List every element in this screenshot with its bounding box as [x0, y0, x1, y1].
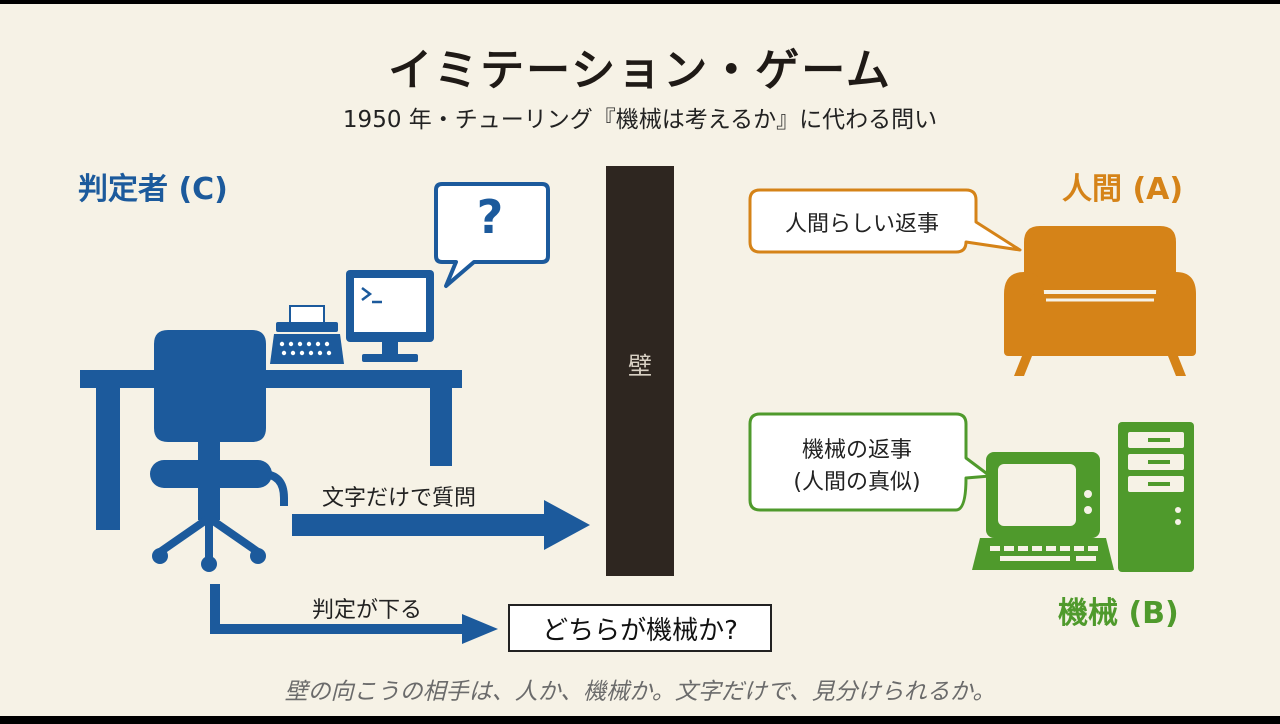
machine-reply-subtext: (人間の真似) — [793, 470, 921, 495]
page-title: イミテーション・ゲーム — [388, 45, 892, 96]
armchair-icon — [1004, 226, 1196, 376]
wall-label: 壁 — [628, 352, 652, 380]
question-arrow — [292, 500, 590, 550]
human-role-label: 人間 (A) — [1062, 172, 1184, 207]
monitor-icon — [346, 270, 434, 362]
judge-role-label: 判定者 (C) — [78, 172, 228, 207]
server-tower-icon — [1118, 422, 1194, 572]
page-subtitle: 1950 年・チューリング『機械は考えるか』に代わる問い — [342, 107, 938, 133]
machine-reply-bubble — [748, 412, 992, 512]
machine-reply-text: 機械の返事 — [801, 438, 912, 463]
wall — [606, 166, 674, 576]
question-box: どちらが機械か? — [508, 604, 772, 652]
question-arrow-label: 文字だけで質問 — [322, 486, 477, 511]
office-chair-icon — [150, 330, 288, 572]
question-mark-icon: ? — [476, 190, 504, 244]
scene-illustration — [80, 182, 1196, 644]
machine-role-label: 機械 (B) — [1058, 596, 1179, 631]
caption: 壁の向こうの相手は、人か、機械か。文字だけで、見分けられるか。 — [284, 679, 996, 705]
human-reply-bubble — [748, 188, 1022, 254]
human-reply-text: 人間らしい返事 — [784, 212, 939, 237]
judgment-arrow-label: 判定が下る — [312, 598, 423, 623]
diagram-canvas: 壁 イミテーション・ゲーム 1950 年・チューリング『機械は考えるか』に代わる… — [0, 4, 1280, 716]
computer-terminal-icon — [972, 452, 1114, 570]
judge-question-bubble — [434, 182, 550, 288]
typewriter-icon — [270, 305, 344, 364]
judgment-arrow — [210, 584, 498, 644]
